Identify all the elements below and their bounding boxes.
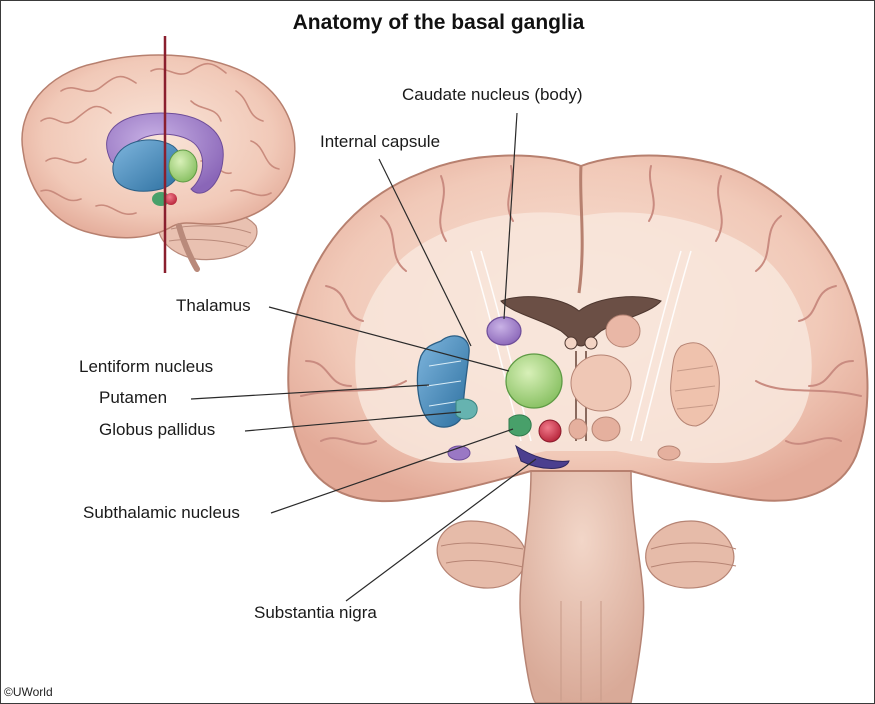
label-globus-pallidus: Globus pallidus xyxy=(99,420,216,439)
caudate-leader xyxy=(503,112,518,320)
copyright-notice: ©UWorld xyxy=(4,685,53,699)
cerebellum-right xyxy=(645,520,735,589)
label-subthalamic-nucleus: Subthalamic nucleus xyxy=(83,503,240,522)
lateral-brain-view xyxy=(21,36,296,273)
label-thalamus: Thalamus xyxy=(176,296,251,315)
label-substantia-nigra: Substantia nigra xyxy=(254,603,377,622)
label-lentiform-nucleus: Lentiform nucleus xyxy=(79,357,214,376)
coronal-section xyxy=(287,154,869,703)
caudate-nucleus xyxy=(486,316,522,346)
thalamus-leader xyxy=(268,306,510,372)
substantia-nigra xyxy=(515,444,570,469)
internal-capsule-leader xyxy=(378,158,472,347)
globus-pallidus xyxy=(455,398,478,420)
label-internal-capsule: Internal capsule xyxy=(320,132,441,151)
substantia-nigra-leader xyxy=(345,458,537,602)
leader-lines xyxy=(190,112,537,602)
small-red-nucleus xyxy=(165,193,177,205)
brainstem xyxy=(519,470,645,703)
red-nucleus xyxy=(538,419,562,443)
label-caudate-nucleus: Caudate nucleus (body) xyxy=(402,85,583,104)
cerebellum-left xyxy=(436,520,527,589)
globus-pallidus-leader xyxy=(244,411,462,432)
small-thalamus xyxy=(168,149,198,183)
diagram-title: Anatomy of the basal ganglia xyxy=(292,11,585,34)
thalamus xyxy=(505,353,563,409)
subthalamic-leader xyxy=(270,428,514,514)
putamen-leader xyxy=(190,384,430,400)
subthalamic-nucleus xyxy=(508,414,532,437)
label-putamen: Putamen xyxy=(99,388,168,407)
